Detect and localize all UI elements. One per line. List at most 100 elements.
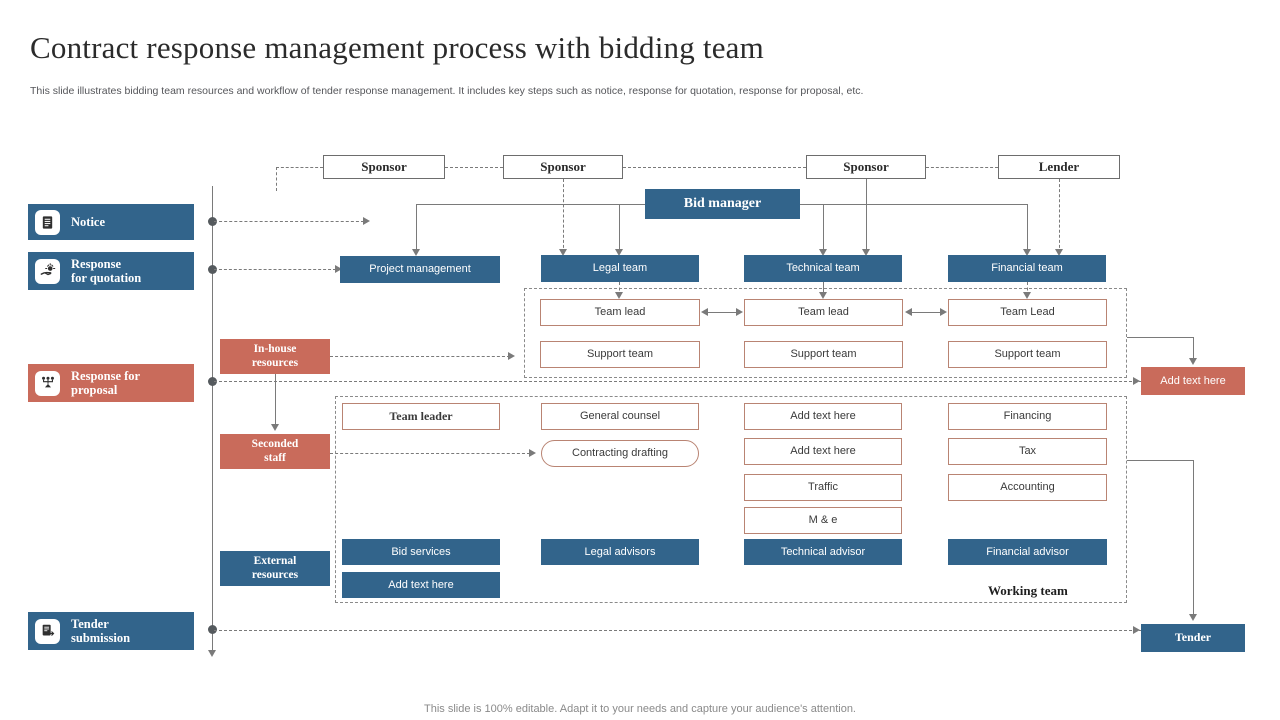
working-team-item-label: Add text here	[790, 445, 856, 458]
connector-to-financial-team	[1027, 204, 1028, 253]
working-team-item-label: M & e	[808, 514, 838, 527]
submit-file-icon	[35, 618, 60, 644]
working-team-col3-item-2[interactable]: Traffic	[744, 474, 902, 501]
team-lead-box-3[interactable]: Team Lead	[948, 299, 1107, 326]
working-team-item-label: Tax	[1018, 445, 1037, 458]
working-team-container	[335, 396, 1127, 603]
connector-sponsor3-down	[866, 179, 867, 253]
working-team-label: Working team	[988, 583, 1068, 598]
support-team-box-3[interactable]: Support team	[948, 341, 1107, 368]
resource-label: External resources	[251, 555, 299, 581]
working-team-col3-item-1[interactable]: Add text here	[744, 438, 902, 465]
sponsor-box-1[interactable]: Sponsor	[323, 155, 445, 179]
working-team-item-label: General counsel	[579, 410, 661, 423]
connector-lead1-lead2	[707, 312, 737, 313]
timeline-node-notice	[208, 217, 217, 226]
page-title: Contract response management process wit…	[30, 30, 764, 65]
connector-proposal-right	[214, 381, 1232, 382]
resource-label: In-house resources	[251, 343, 299, 369]
connector-sponsor3-down-arrow	[862, 249, 870, 256]
working-team-item-label: Accounting	[1000, 481, 1055, 494]
bid-manager-label: Bid manager	[683, 195, 762, 211]
sidebar-item-label: Response for quotation	[71, 256, 142, 285]
sponsor-label: Sponsor	[540, 158, 586, 174]
connector-to-legal-team	[619, 204, 620, 253]
connector-bidmanager-right-bus	[800, 204, 1027, 205]
connector-seconded-right	[330, 453, 530, 454]
support-team-box-2[interactable]: Support team	[744, 341, 903, 368]
connector-lender-to-tender	[1193, 460, 1194, 618]
connector-legal-to-lead	[619, 282, 620, 296]
sponsor-box-3[interactable]: Sponsor	[806, 155, 926, 179]
working-team-col1-item-0[interactable]: Team leader	[342, 403, 500, 430]
team-box-financial-team[interactable]: Financial team	[948, 255, 1106, 282]
sidebar-item-response-for-proposal[interactable]: Response for proposal	[28, 364, 194, 402]
team-box-technical-team[interactable]: Technical team	[744, 255, 902, 282]
lender-label: Lender	[1038, 158, 1080, 174]
sponsor-box-2[interactable]: Sponsor	[503, 155, 623, 179]
output-label: Add text here	[1160, 374, 1226, 387]
advisor-box-financial-advisor[interactable]: Financial advisor	[948, 539, 1107, 565]
connector-inhouse-right-arrow	[508, 352, 515, 360]
working-team-item-label: Add text here	[790, 410, 856, 423]
team-label: Project management	[369, 263, 471, 276]
advisor-box-technical-advisor[interactable]: Technical advisor	[744, 539, 902, 565]
connector-proposal-arrow	[1133, 377, 1140, 385]
connector-leads-to-output-arrow	[1189, 358, 1197, 365]
working-team-item-label: Team leader	[389, 408, 453, 423]
working-team-item-label: Financing	[1003, 410, 1052, 423]
connector-financial-to-tender-h	[1127, 460, 1194, 461]
output-box-add-text-here[interactable]: Add text here	[1141, 367, 1245, 395]
connector-inhouse-seconded-arrow	[271, 424, 279, 431]
connector-legal-to-lead-arrow	[615, 292, 623, 299]
working-team-col3-item-3[interactable]: M & e	[744, 507, 902, 534]
working-team-col4-item-0[interactable]: Financing	[948, 403, 1107, 430]
sidebar-item-response-for-quotation[interactable]: Response for quotation	[28, 252, 194, 290]
connector-lender-down	[1059, 179, 1060, 253]
working-team-col2-item-1[interactable]: Contracting drafting	[541, 440, 699, 467]
footer-note: This slide is 100% editable. Adapt it to…	[424, 703, 856, 715]
lender-box[interactable]: Lender	[998, 155, 1120, 179]
connector-leads-to-output-v	[1193, 337, 1194, 362]
connector-sponsor2-sponsor3	[623, 167, 806, 168]
resource-box-seconded-staff[interactable]: Seconded staff	[220, 434, 330, 469]
working-team-col4-item-2[interactable]: Accounting	[948, 474, 1107, 501]
resource-box-in-house[interactable]: In-house resources	[220, 339, 330, 374]
connector-technical-to-lead-arrow	[819, 292, 827, 299]
connector-leads-to-output-h	[1127, 337, 1193, 338]
connector-notice-right	[214, 221, 364, 222]
team-lead-box-1[interactable]: Team lead	[540, 299, 700, 326]
team-box-project-management[interactable]: Project management	[340, 256, 500, 283]
page-subtitle: This slide illustrates bidding team reso…	[30, 85, 864, 97]
connector-project-management-arrow	[412, 249, 420, 256]
sidebar-item-notice[interactable]: Notice	[28, 204, 194, 240]
working-team-col4-item-1[interactable]: Tax	[948, 438, 1107, 465]
working-team-col2-item-0[interactable]: General counsel	[541, 403, 699, 430]
connector-lender-down-arrow	[1055, 249, 1063, 256]
team-lead-box-2[interactable]: Team lead	[744, 299, 903, 326]
connector-lead2-lead3-arrow-right	[940, 308, 947, 316]
bid-manager-box[interactable]: Bid manager	[645, 189, 800, 219]
connector-quotation-arrow	[335, 265, 342, 273]
working-team-item-label: Traffic	[808, 481, 838, 494]
network-icon	[35, 370, 60, 396]
advisor-box-bid-services[interactable]: Bid services	[342, 539, 500, 565]
sidebar-item-label: Notice	[71, 214, 106, 229]
working-team-col3-item-0[interactable]: Add text here	[744, 403, 902, 430]
support-team-box-1[interactable]: Support team	[540, 341, 700, 368]
handshake-icon	[35, 258, 60, 284]
support-team-label: Support team	[994, 348, 1061, 361]
sidebar-item-tender-submission[interactable]: Tender submission	[28, 612, 194, 650]
team-lead-label: Team lead	[798, 306, 849, 319]
resource-box-external-resources[interactable]: External resources	[220, 551, 330, 586]
advisor-box-add-text-here[interactable]: Add text here	[342, 572, 500, 598]
output-box-tender[interactable]: Tender	[1141, 624, 1245, 652]
connector-financial-to-lead	[1027, 282, 1028, 296]
team-box-legal-team[interactable]: Legal team	[541, 255, 699, 282]
team-label: Financial team	[991, 262, 1063, 275]
connector-inhouse-seconded	[275, 374, 276, 426]
advisor-box-legal-advisors[interactable]: Legal advisors	[541, 539, 699, 565]
connector-inhouse-right	[330, 356, 510, 357]
sidebar-item-label: Response for proposal	[71, 368, 141, 397]
